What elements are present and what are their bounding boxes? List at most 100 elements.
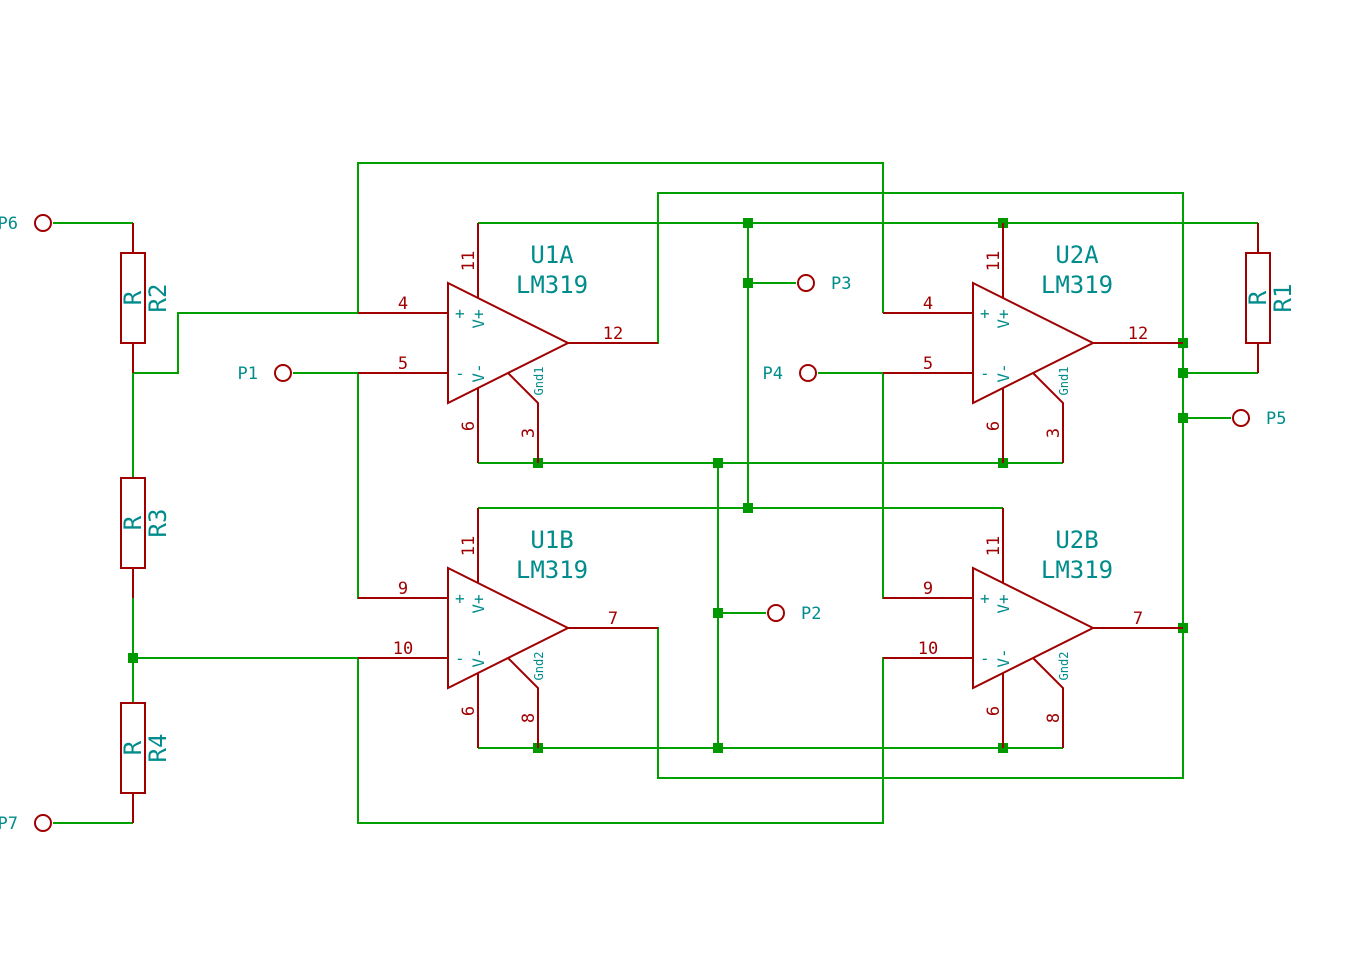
port-p5: P5 (1232, 409, 1286, 429)
pin-number: 10 (918, 639, 938, 659)
junction-dot (743, 218, 753, 228)
comparator-u1b: + - V+ V- Gnd2 9 10 7 11 6 8 U1B LM319 (358, 508, 658, 748)
comparator-triangle (447, 566, 571, 690)
plus-symbol: + (980, 589, 990, 608)
comparator-value: LM319 (1041, 556, 1113, 584)
pin-number: 4 (398, 294, 408, 314)
port-circle (34, 814, 52, 832)
resistor-value: R (119, 515, 147, 530)
gnd-label: Gnd2 (1057, 652, 1071, 681)
port-p7: P7 (0, 814, 52, 834)
pin-gnd (507, 372, 539, 463)
pin-number: 8 (1044, 713, 1064, 723)
port-circle (34, 214, 52, 232)
resistor-value: R (119, 290, 147, 305)
pin-number: 11 (984, 536, 1004, 556)
pin-number: 11 (459, 251, 479, 271)
plus-symbol: + (980, 304, 990, 323)
port-p4: P4 (763, 364, 817, 384)
port-circle (767, 604, 785, 622)
wire-r2-r3-node (133, 312, 358, 374)
pin-number: 10 (393, 639, 413, 659)
pin-number: 12 (1128, 324, 1148, 344)
resistor-r3: R R3 (119, 373, 172, 598)
port-circle (274, 364, 292, 382)
resistor-r1: R R1 (1244, 223, 1297, 373)
vminus-label: V- (994, 648, 1013, 667)
comparator-ref: U2A (1055, 241, 1099, 269)
wire-u1b-out (568, 627, 1184, 779)
pin-number: 8 (519, 713, 539, 723)
comparator-u1a: + - V+ V- Gnd1 4 5 12 11 6 3 U1A LM319 (358, 223, 658, 463)
junction-dot (1178, 368, 1188, 378)
resistor-ref: R2 (144, 284, 172, 313)
pin-number: 3 (1044, 428, 1064, 438)
pin-number: 6 (984, 706, 1004, 716)
resistor-r2: R R2 (119, 223, 172, 373)
gnd-label: Gnd1 (1057, 367, 1071, 396)
port-label: P2 (801, 604, 821, 624)
comparator-ref: U1B (530, 526, 573, 554)
port-p1: P1 (238, 364, 292, 384)
vplus-label: V+ (469, 594, 488, 613)
vminus-label: V- (469, 363, 488, 382)
comparator-value: LM319 (1041, 271, 1113, 299)
comparator-value: LM319 (516, 556, 588, 584)
port-label: P7 (0, 814, 18, 834)
junction-dot (713, 608, 723, 618)
junction-dot (743, 503, 753, 513)
junction-dot (713, 458, 723, 468)
vminus-label: V- (469, 648, 488, 667)
port-p3: P3 (797, 274, 851, 294)
pin-number: 4 (923, 294, 933, 314)
comparator-u2a: + - V+ V- Gnd1 4 5 12 11 6 3 U2A LM319 (883, 223, 1183, 463)
junction-dot (713, 743, 723, 753)
pin-gnd (1032, 657, 1064, 748)
port-p6: P6 (0, 214, 52, 234)
vplus-label: V+ (994, 309, 1013, 328)
pin-number: 3 (519, 428, 539, 438)
pin-number: 5 (398, 354, 408, 374)
comparator-triangle (972, 566, 1096, 690)
wire-u2-minus-loop (882, 373, 973, 599)
resistor-ref: R3 (144, 509, 172, 538)
pin-number: 5 (923, 354, 933, 374)
junction-dot (743, 278, 753, 288)
port-label: P5 (1266, 409, 1286, 429)
resistor-r4: R R4 (119, 702, 172, 823)
minus-symbol: - (455, 364, 465, 383)
gnd-label: Gnd1 (532, 367, 546, 396)
pin-number: 11 (984, 251, 1004, 271)
pin-number: 9 (398, 579, 408, 599)
wire-loop-left (357, 162, 884, 313)
minus-symbol: - (980, 364, 990, 383)
pin-gnd (507, 657, 539, 748)
pin-gnd (1032, 372, 1064, 463)
pin-number: 6 (984, 421, 1004, 431)
resistor-ref: R1 (1269, 284, 1297, 313)
pin-number: 6 (459, 421, 479, 431)
pin-number: 7 (608, 609, 618, 629)
junction-dot (1178, 413, 1188, 423)
vplus-label: V+ (994, 594, 1013, 613)
port-p2: P2 (767, 604, 821, 624)
pin-number: 12 (603, 324, 623, 344)
pin-number: 11 (459, 536, 479, 556)
minus-symbol: - (980, 649, 990, 668)
wire-u1b-plus-loop (357, 373, 448, 599)
pin-number: 9 (923, 579, 933, 599)
port-circle (1232, 409, 1250, 427)
port-label: P6 (0, 214, 18, 234)
comparator-ref: U1A (530, 241, 574, 269)
comparator-ref: U2B (1055, 526, 1098, 554)
gnd-label: Gnd2 (532, 652, 546, 681)
comparator-value: LM319 (516, 271, 588, 299)
comparator-triangle (972, 281, 1096, 405)
port-circle (797, 274, 815, 292)
wire-u1b-minus-loop (357, 657, 973, 824)
comparator-u2b: + - V+ V- Gnd2 9 10 7 11 6 8 U2B LM319 (883, 508, 1183, 748)
resistor-ref: R4 (144, 734, 172, 763)
comparator-triangle (447, 281, 571, 405)
port-label: P4 (763, 364, 783, 384)
